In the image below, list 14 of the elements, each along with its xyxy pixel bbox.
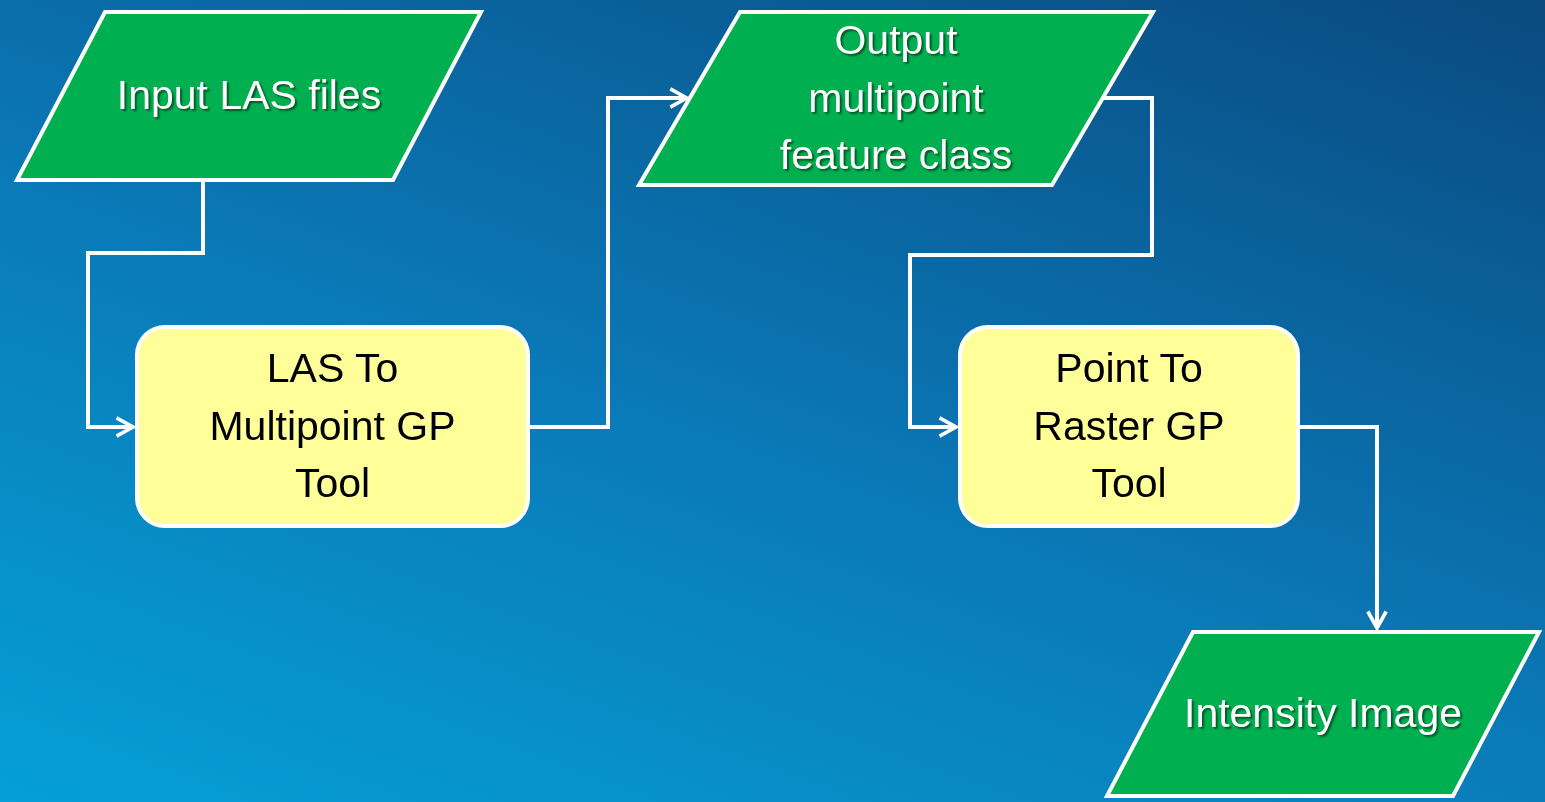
process-box: [135, 325, 530, 528]
node-label: Point To Raster GP Tool: [1032, 344, 1226, 509]
connector-arrow: [1300, 425, 1388, 630]
data-parallelogram: [1105, 630, 1541, 798]
node-label: Output multipoint feature class: [778, 16, 1014, 181]
data-parallelogram: [15, 10, 483, 182]
connector-arrow: [908, 96, 1154, 438]
connector-arrow: [530, 87, 689, 429]
data-parallelogram: [637, 10, 1155, 187]
node-label: Input LAS files: [116, 71, 382, 121]
node-label: LAS To Multipoint GP Tool: [208, 344, 457, 509]
connector-arrow: [86, 182, 205, 438]
process-box: [958, 325, 1300, 528]
node-label: Intensity Image: [1184, 689, 1462, 739]
